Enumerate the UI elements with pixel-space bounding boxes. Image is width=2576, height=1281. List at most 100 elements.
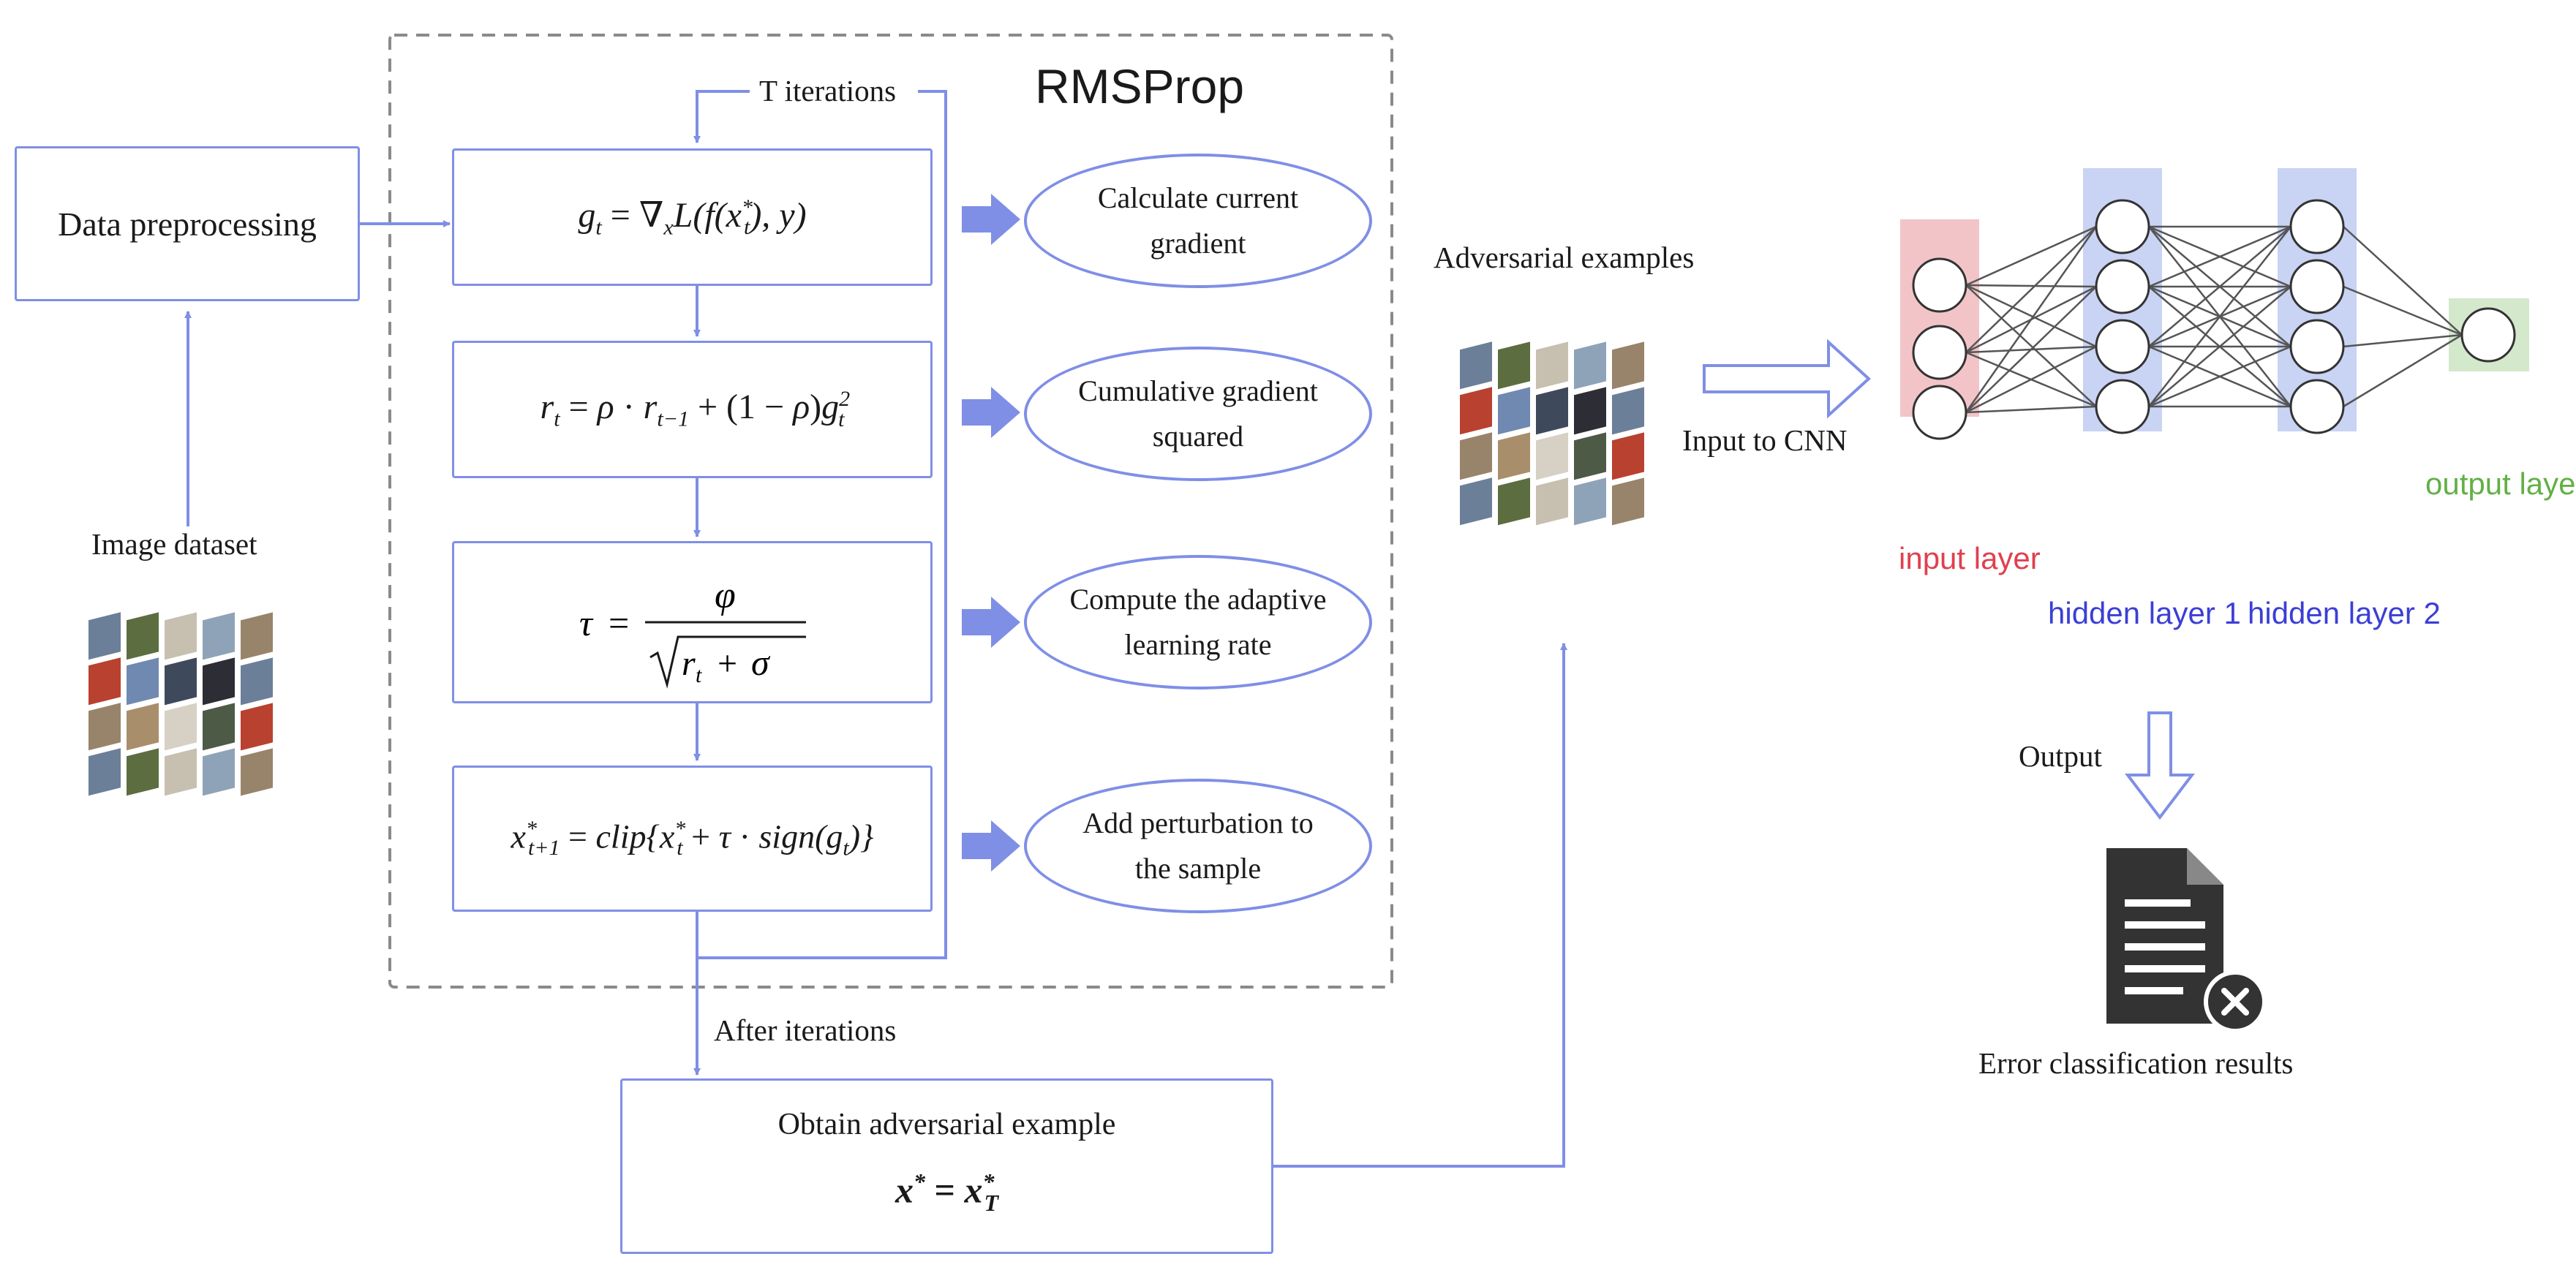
- block-arrows: [962, 194, 1020, 872]
- loop-connector: [696, 90, 947, 959]
- thumbnail: [163, 655, 198, 707]
- nn-node: [2289, 259, 2345, 314]
- thumbnail: [1458, 430, 1494, 482]
- loop-connector-top: [693, 90, 750, 143]
- thumbnail: [1496, 385, 1532, 437]
- loop-label: T iterations: [755, 73, 901, 108]
- thumbnail: [1458, 339, 1494, 391]
- thumbnail: [201, 746, 236, 798]
- input-to-cnn-label: Input to CNN: [1682, 423, 1848, 457]
- thumbnail: [1534, 385, 1570, 437]
- output-layer-label: output layer: [2425, 466, 2576, 501]
- thumbnail: [1611, 475, 1646, 527]
- gradient-formula: gt = ∇xL(f(x*t), y): [578, 194, 807, 240]
- nn-edge: [2148, 345, 2291, 408]
- svg-text:r: r: [682, 644, 696, 683]
- after-iterations-label: After iterations: [714, 1013, 897, 1047]
- nn-edge: [1965, 284, 2097, 348]
- nn-edge: [2343, 333, 2463, 348]
- data-preprocessing-box: Data preprocessing: [15, 146, 360, 301]
- nn-edge: [2148, 225, 2291, 288]
- thumbnail: [1496, 430, 1532, 482]
- nn-edge: [2148, 226, 2291, 347]
- nn-edge: [2148, 286, 2291, 407]
- cumulative-formula-box: rt = ρ · rt−1 + (1 − ρ)g2t: [452, 341, 933, 478]
- thumbnail: [1611, 339, 1646, 391]
- nn-edge: [1965, 286, 2097, 413]
- thumbnail: [239, 700, 274, 752]
- svg-text:φ: φ: [715, 575, 736, 616]
- rmsprop-frame: [388, 34, 1393, 989]
- rmsprop-title: RMSProp: [1035, 59, 1245, 113]
- thumbnail: [1611, 430, 1646, 482]
- learning-rate-formula-box: τ = φ r t + σ: [452, 541, 933, 703]
- output-label: Output: [2019, 739, 2102, 773]
- nn-edge: [2343, 226, 2463, 336]
- thumbnail: [1573, 475, 1608, 527]
- nn-edge: [1965, 226, 2098, 413]
- obtain-adversarial-title: Obtain adversarial example: [777, 1108, 1116, 1141]
- nn-node: [2095, 199, 2150, 254]
- thumbnail: [1458, 385, 1494, 437]
- gradient-formula-box: gt = ∇xL(f(x*t), y): [452, 148, 933, 286]
- obtain-adversarial-box: Obtain adversarial example x* = x*T: [620, 1078, 1273, 1254]
- thumbnail: [1611, 385, 1646, 437]
- learning-rate-formula: τ = φ r t + σ: [579, 575, 806, 689]
- hidden-layer-2-label: hidden layer 2: [2248, 596, 2441, 630]
- thumbnail: [87, 746, 122, 798]
- svg-text:=: =: [609, 602, 629, 643]
- nn-edge: [2148, 226, 2291, 407]
- error-classification-label: Error classification results: [1978, 1046, 2294, 1080]
- thumbnail: [87, 655, 122, 707]
- nn-edge: [1965, 226, 2097, 353]
- obtain-adversarial-formula: x* = x*T: [895, 1168, 999, 1216]
- image-dataset-thumbnails: [87, 610, 274, 798]
- nn-node: [2460, 307, 2516, 363]
- output-arrow: [2124, 711, 2196, 820]
- nn-edge: [1965, 284, 2097, 288]
- thumbnail: [1573, 430, 1608, 482]
- neural-network: [1900, 168, 2529, 440]
- nn-node: [1912, 325, 1967, 380]
- nn-edge: [1965, 284, 2097, 407]
- adversarial-thumbnails: [1458, 339, 1646, 527]
- nn-node: [1912, 385, 1967, 440]
- nn-node: [2289, 379, 2345, 434]
- thumbnail: [163, 610, 198, 662]
- thumbnail: [1496, 339, 1532, 391]
- cumulative-formula: rt = ρ · rt−1 + (1 − ρ)g2t: [540, 387, 851, 431]
- thumbnail: [125, 655, 160, 707]
- nn-edge: [1965, 225, 2097, 287]
- input-layer-band: [1900, 219, 1979, 417]
- thumbnail: [1534, 475, 1570, 527]
- thumbnail: [1573, 339, 1608, 391]
- svg-text:σ: σ: [751, 642, 771, 683]
- thumbnail: [239, 746, 274, 798]
- perturbation-formula: x*t+1 = clip{x*t + τ · sign(gt)}: [511, 816, 874, 861]
- thumbnail: [163, 700, 198, 752]
- svg-text:+: +: [718, 644, 737, 683]
- thumbnail: [1496, 475, 1532, 527]
- error-document-icon: [2106, 848, 2223, 1024]
- thumbnail: [201, 700, 236, 752]
- nn-node: [2289, 199, 2345, 254]
- thumbnail: [201, 655, 236, 707]
- thumbnail: [239, 655, 274, 707]
- input-to-cnn-arrow: [1703, 339, 1871, 419]
- error-x-icon: [2204, 970, 2267, 1033]
- nn-node: [2095, 319, 2150, 374]
- svg-text:t: t: [696, 663, 702, 687]
- svg-text:τ: τ: [579, 602, 594, 643]
- input-layer-label: input layer: [1899, 541, 2041, 575]
- nn-node: [2095, 379, 2150, 434]
- nn-edge: [2343, 333, 2463, 408]
- image-dataset-label: Image dataset: [91, 527, 257, 561]
- perturbation-formula-box: x*t+1 = clip{x*t + τ · sign(gt)}: [452, 766, 933, 912]
